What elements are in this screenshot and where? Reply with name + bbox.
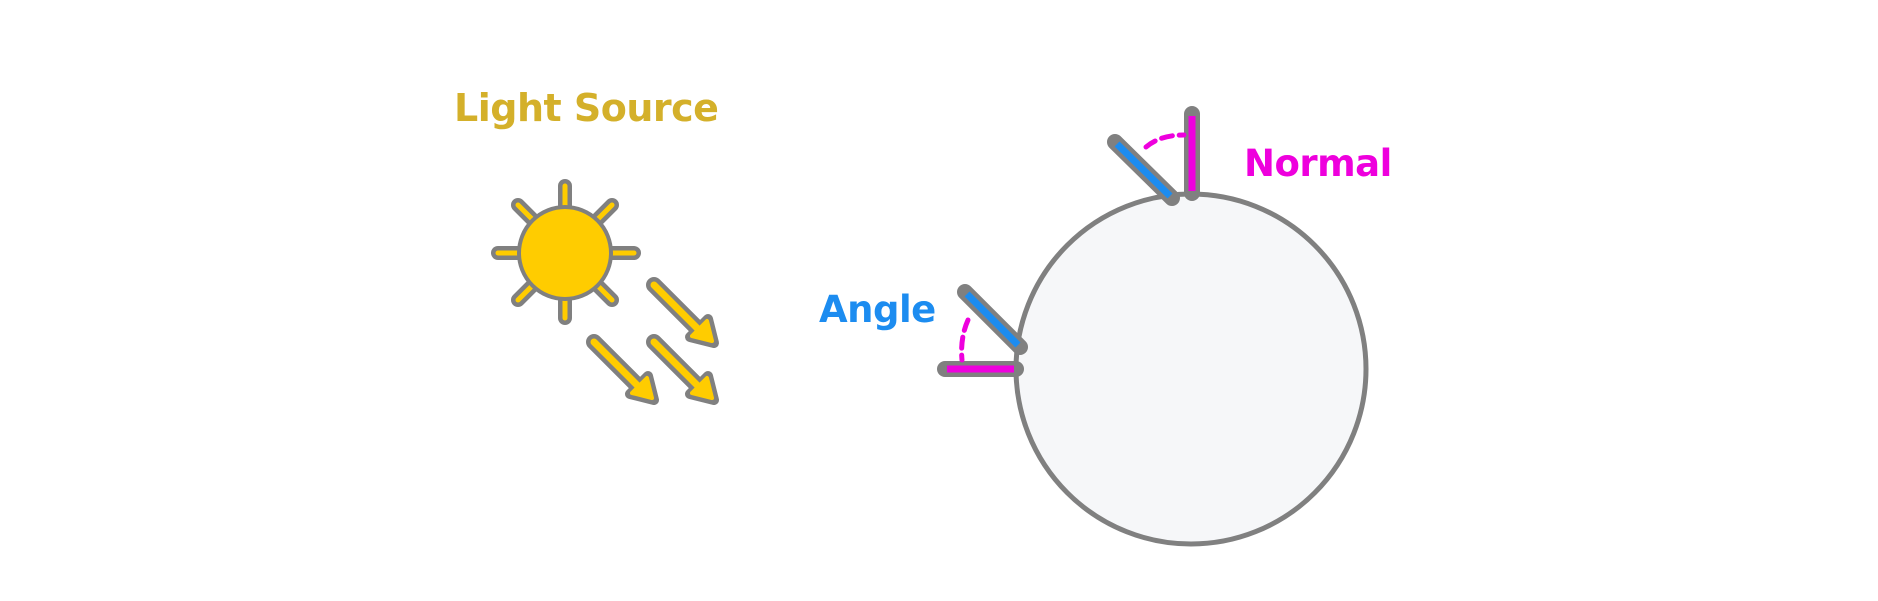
- sphere: [1013, 191, 1369, 547]
- sun-icon: [491, 179, 641, 325]
- top-angle-arc: [1143, 132, 1187, 150]
- normal-label: Normal: [1244, 142, 1392, 185]
- angle-label: Angle: [819, 288, 936, 331]
- left-incident-ray: [957, 284, 1028, 355]
- left-angle-arc: [959, 317, 971, 363]
- top-incident-ray: [1107, 134, 1180, 206]
- light-ray-arrow-icon: [654, 342, 714, 400]
- light-ray-arrow-icon: [654, 285, 714, 343]
- light-ray-arrow-icon: [594, 342, 654, 400]
- light-source-label: Light Source: [454, 86, 719, 130]
